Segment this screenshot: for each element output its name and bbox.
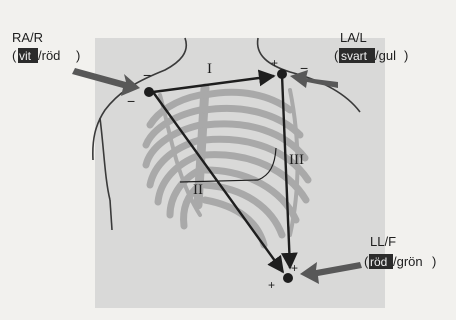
ll-open-paren: ( [364, 254, 369, 269]
ll-positive-right-sign: + [291, 261, 298, 275]
ra-negative-top-sign: − [143, 67, 151, 83]
ra-open-paren: ( [12, 48, 17, 63]
ll-color-suffix: /grön [393, 254, 423, 269]
la-open-paren: ( [334, 48, 339, 63]
lead-iii-label: III [289, 152, 304, 168]
la-electrode [277, 69, 287, 79]
la-title: LA/L [340, 30, 367, 45]
ra-negative-bottom-sign: − [127, 93, 135, 109]
ll-hidden-word: röd [370, 255, 387, 269]
la-positive-sign: + [271, 56, 278, 70]
la-close-paren: ) [404, 48, 408, 63]
ra-hidden-word: vit [19, 49, 32, 63]
ll-title: LL/F [370, 234, 396, 249]
ra-color-suffix: /röd [38, 48, 60, 63]
la-hidden-word: svart [341, 49, 368, 63]
lead-i-label: I [207, 61, 212, 77]
ra-title: RA/R [12, 30, 43, 45]
ra-electrode [144, 87, 154, 97]
la-color-suffix: /gul [375, 48, 396, 63]
ra-close-paren: ) [76, 48, 80, 63]
ll-close-paren: ) [432, 254, 436, 269]
ll-positive-left-sign: + [268, 278, 275, 292]
lead-ii-label: II [193, 182, 203, 198]
